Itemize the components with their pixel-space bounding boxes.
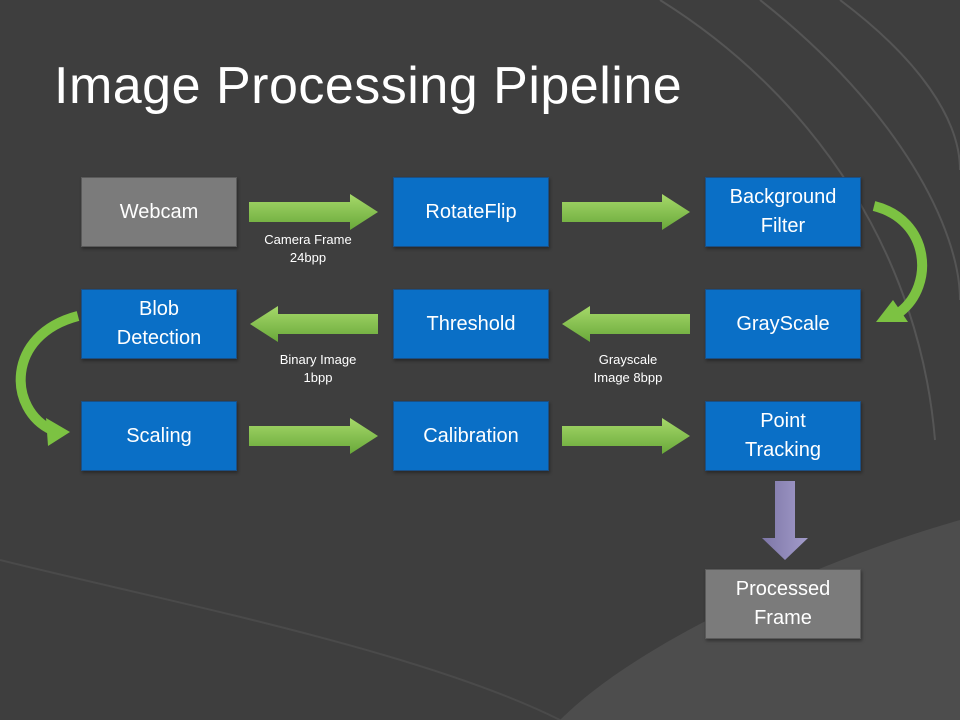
node-point-tracking: Point Tracking (705, 401, 861, 471)
arrow-calibration-to-point-tracking (562, 418, 690, 454)
node-grayscale: GrayScale (705, 289, 861, 359)
arrow-threshold-to-blob-detection (250, 306, 378, 342)
curved-arrow-blob-detection-to-scaling (15, 311, 80, 446)
arrow-point-tracking-to-processed-frame (762, 481, 808, 560)
edge-label-camera-frame: Camera Frame 24bpp (264, 232, 352, 265)
node-webcam: Webcam (81, 177, 237, 247)
arrow-scaling-to-calibration (249, 418, 378, 454)
page-title: Image Processing Pipeline (54, 57, 683, 115)
node-scaling: Scaling (81, 401, 237, 471)
arrow-grayscale-to-threshold (562, 306, 690, 342)
node-rotateflip: RotateFlip (393, 177, 549, 247)
node-calibration: Calibration (393, 401, 549, 471)
edge-label-binary-image: Binary Image 1bpp (279, 352, 357, 385)
node-blob-detection: Blob Detection (81, 289, 237, 359)
arrow-webcam-to-rotateflip (249, 194, 378, 230)
node-processed-frame: Processed Frame (705, 569, 861, 639)
edge-label-grayscale-image: Grayscale Image 8bpp (593, 352, 663, 385)
node-background-filter: Background Filter (705, 177, 861, 247)
arrow-rotateflip-to-background-filter (562, 194, 690, 230)
node-threshold: Threshold (393, 289, 549, 359)
curved-arrow-background-filter-to-grayscale (872, 201, 928, 322)
